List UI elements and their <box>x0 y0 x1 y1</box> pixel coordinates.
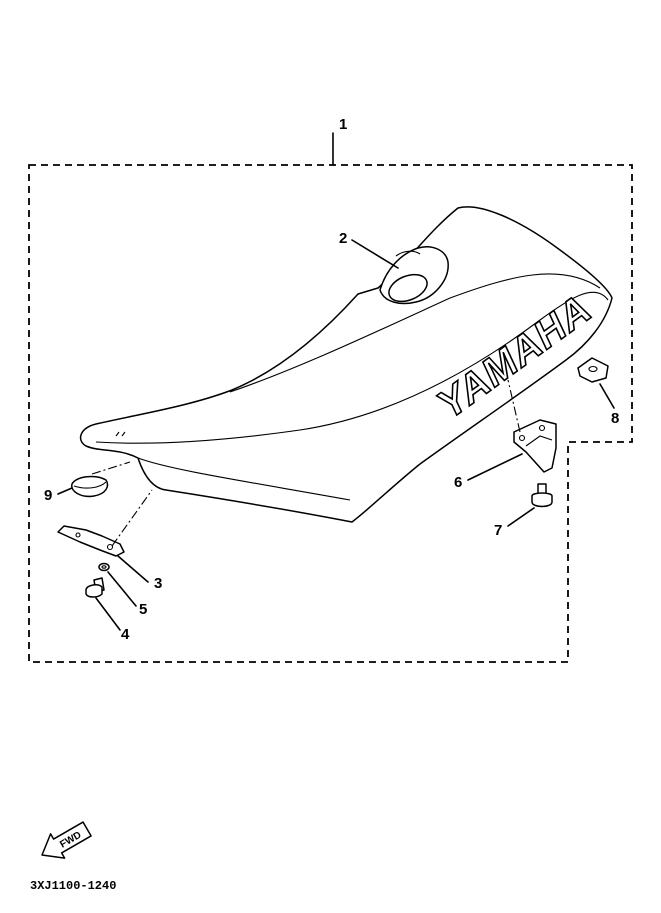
forward-direction-arrow: FWD <box>41 821 92 859</box>
seat-side-seam <box>137 457 351 501</box>
leader-6 <box>467 453 523 481</box>
leader-8 <box>599 383 615 409</box>
guide-6 <box>507 379 521 433</box>
part-8-clip <box>577 357 609 383</box>
part-5-washer <box>98 562 110 572</box>
leader-3 <box>117 555 149 583</box>
part-9-damper <box>71 475 109 498</box>
callout-7: 7 <box>494 522 502 539</box>
leader-5 <box>107 571 137 607</box>
part-7-bolt <box>531 483 553 508</box>
part-4-bolt <box>85 577 105 598</box>
guide-3 <box>111 489 153 547</box>
callout-1: 1 <box>339 116 347 133</box>
part-2-strap <box>379 246 449 305</box>
guide-9 <box>91 461 131 475</box>
callout-9: 9 <box>44 487 52 504</box>
seat-outline <box>79 206 613 523</box>
callout-6: 6 <box>454 474 462 491</box>
callout-8: 8 <box>611 410 619 427</box>
part-code: 3XJ1100-1240 <box>30 879 116 893</box>
seat-nose-mark <box>115 431 126 437</box>
leader-7 <box>507 507 535 527</box>
callout-3: 3 <box>154 575 162 592</box>
callout-2: 2 <box>339 230 347 247</box>
part-6-bracket <box>513 419 557 473</box>
seat-stripe <box>229 273 601 393</box>
leader-4 <box>95 597 121 631</box>
leader-9 <box>57 487 73 495</box>
leader-2 <box>351 239 399 269</box>
seat: YAMAHA <box>79 206 613 523</box>
assembly-boundary <box>28 164 633 663</box>
callout-4: 4 <box>121 626 130 643</box>
seat-piping <box>95 291 609 444</box>
part-3-bracket <box>57 525 125 557</box>
callout-5: 5 <box>139 601 147 618</box>
